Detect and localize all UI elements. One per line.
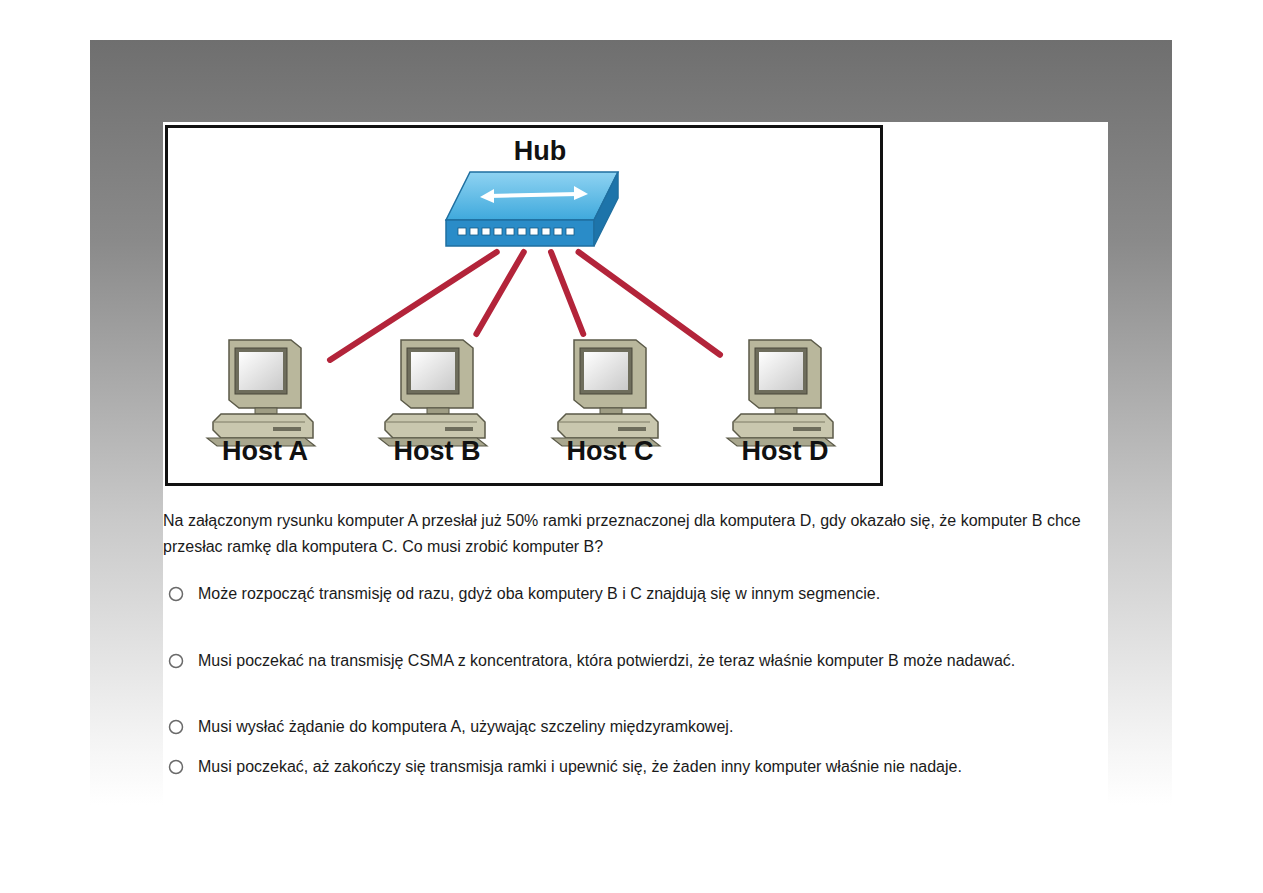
question-text: Na załączonym rysunku komputer A przesła… — [163, 508, 1108, 560]
host-a-icon — [207, 340, 315, 446]
radio-buttons — [170, 588, 183, 774]
host-label: Host C — [545, 436, 675, 467]
answer-option: Musi poczekać na transmisję CSMA z konce… — [198, 648, 1058, 674]
host-node: Host C — [545, 334, 675, 470]
cable-line — [476, 252, 523, 334]
answer-option: Może rozpocząć transmisję od razu, gdyż … — [198, 581, 1058, 607]
host-c-icon — [552, 340, 660, 446]
host-label: Host B — [372, 436, 502, 467]
hub-node: Hub — [440, 136, 640, 252]
host-b-icon — [379, 340, 487, 446]
answer-option: Musi poczekać, aż zakończy się transmisj… — [198, 754, 1058, 780]
hub-icon — [446, 172, 618, 246]
cable-line — [551, 252, 583, 334]
host-label: Host A — [200, 436, 330, 467]
host-label: Host D — [720, 436, 850, 467]
host-d-icon — [727, 340, 835, 446]
host-node: Host D — [720, 334, 850, 470]
answer-option: Musi wysłać żądanie do komputera A, używ… — [198, 714, 1058, 740]
host-node: Host B — [372, 334, 502, 470]
hub-label: Hub — [440, 136, 640, 167]
host-node: Host A — [200, 334, 330, 470]
